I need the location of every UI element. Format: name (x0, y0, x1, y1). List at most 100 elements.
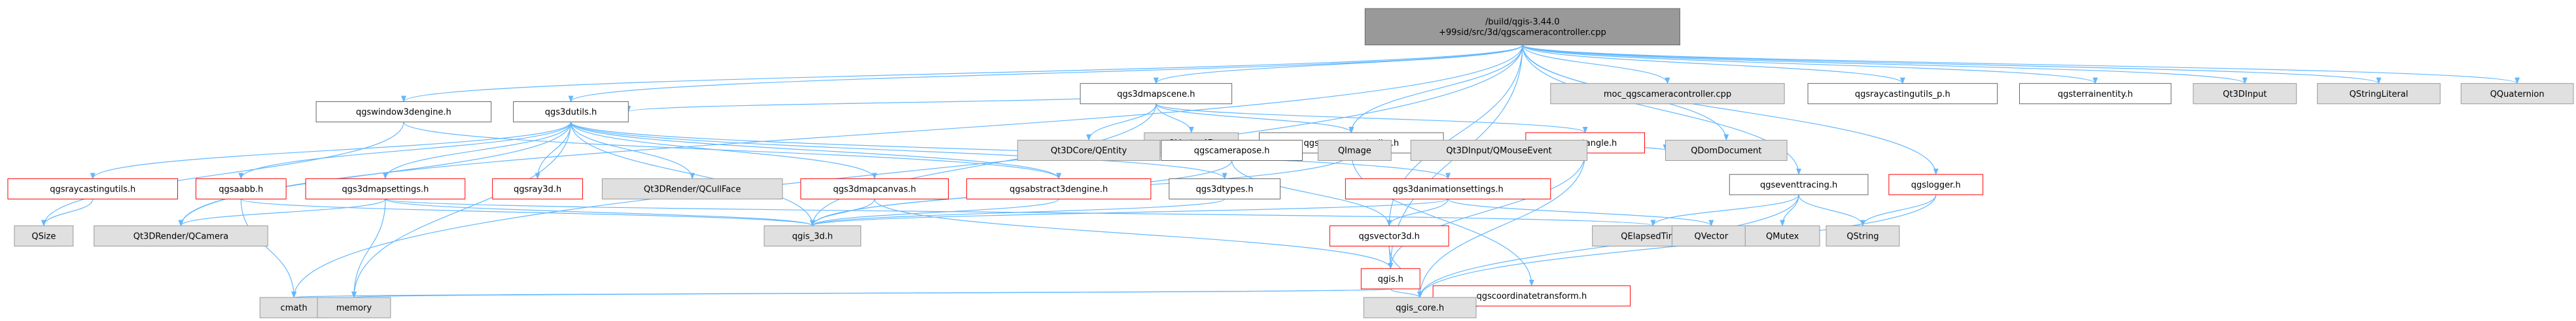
node-qcullface[interactable]: Qt3DRender/QCullFace (601, 178, 783, 199)
edge-qgsaabb-to-qgis_3d (240, 198, 815, 227)
node-moc[interactable]: moc_qgscameracontroller.cpp (1550, 83, 1785, 105)
node-qgs3dutils[interactable]: qgs3dutils.h (513, 101, 629, 123)
edge-qgs3dutils-to-qgsray3d (535, 122, 572, 180)
edge-qgs3dmapscene-to-qgscameracontroller (1156, 103, 1354, 133)
edge-qgs3dutils-to-qgis_3d (570, 122, 815, 227)
edge-qgs3dmapcanvas-to-qgis (874, 199, 1394, 269)
node-label: qgs3dutils.h (545, 108, 597, 118)
edge-qgs3danimationsettings-to-qvector (1447, 198, 1714, 227)
node-qgsvector3d[interactable]: qgsvector3d.h (1329, 225, 1449, 246)
node-qmutex[interactable]: QMutex (1744, 225, 1820, 246)
node-qgsabstract3dengine[interactable]: qgsabstract3dengine.h (966, 178, 1152, 199)
node-qsize[interactable]: QSize (14, 225, 74, 246)
node-qgs3dmapscene[interactable]: qgs3dmapscene.h (1080, 83, 1233, 105)
node-qdomdocument[interactable]: QDomDocument (1665, 139, 1788, 161)
node-qgs3dmapsettings[interactable]: qgs3dmapsettings.h (305, 178, 466, 199)
edge-root-to-qstringliteral (1522, 44, 2382, 84)
node-box (14, 225, 74, 246)
node-qmouseevent[interactable]: Qt3DInput/QMouseEvent (1410, 139, 1588, 161)
node-qgsterrainentity[interactable]: qgsterrainentity.h (2019, 83, 2172, 105)
edge-root-to-qgswindow3dengine (401, 44, 1523, 103)
node-root[interactable]: /build/qgis-3.44.0+99sid/src/3d/qgscamer… (1364, 8, 1680, 46)
edge-qgsraycastingutils-to-qsize (41, 199, 94, 227)
node-box (94, 225, 268, 246)
node-box (966, 178, 1152, 199)
node-box (1729, 174, 1869, 195)
node-qimage[interactable]: QImage (1317, 139, 1392, 161)
edge-qgs3dmapscene-to-qgsrectangle (1156, 103, 1588, 133)
edge-root-to-qgs3dmapscene (1154, 44, 1523, 84)
node-label: qgsvector3d.h (1359, 232, 1420, 242)
node-box (7, 178, 179, 199)
node-qgscamerapose[interactable]: qgscamerapose.h (1161, 139, 1303, 161)
node-qgs3danimationsettings[interactable]: qgs3danimationsettings.h (1345, 178, 1551, 199)
node-qgis-core[interactable]: qgis_core.h (1363, 297, 1477, 318)
edge-qgswindow3dengine-to-qsize (41, 122, 404, 227)
edge-qgscameracontroller-to-qgscoordinatetransform (1350, 153, 1534, 286)
node-label: QStringLiteral (2350, 90, 2408, 99)
node-label: qgslogger.h (1911, 180, 1961, 190)
node-box (800, 178, 949, 199)
node-qt3dinput[interactable]: Qt3DInput (2193, 83, 2297, 105)
node-qgsaabb[interactable]: qgsaabb.h (195, 178, 287, 199)
node-box (1665, 139, 1788, 161)
edge-qgs3dutils-to-qcullface (570, 122, 696, 180)
edge-qgsrectangle-to-qgis (1388, 153, 1586, 269)
node-label: qgsterrainentity.h (2058, 90, 2133, 99)
node-box (1826, 225, 1900, 246)
node-label: QImage (1338, 146, 1371, 156)
node-box (1410, 139, 1588, 161)
node-qgs3dtypes[interactable]: qgs3dtypes.h (1169, 178, 1281, 199)
node-box (2193, 83, 2297, 105)
edge-qgsrectangle-to-qgis_core (1417, 153, 1586, 298)
edge-root-to-qgs3dutils (568, 44, 1523, 103)
node-qcamera[interactable]: Qt3DRender/QCamera (94, 225, 268, 246)
edge-qgs3dutils-to-memory (351, 122, 572, 298)
node-box (2317, 83, 2441, 105)
node-label: qgscoordinatetransform.h (1476, 292, 1587, 301)
node-label: qgsabstract3dengine.h (1010, 185, 1108, 195)
edge-qgs3danimationsettings-to-qgis_3d (810, 198, 1449, 227)
node-qgslogger[interactable]: qgslogger.h (1888, 174, 1984, 195)
node-box (513, 101, 629, 123)
node-label: qgscamerapose.h (1194, 146, 1270, 156)
node-qgswindow3dengine[interactable]: qgswindow3dengine.h (315, 101, 492, 123)
node-box (1363, 297, 1477, 318)
node-label: qgseventtracing.h (1760, 180, 1837, 190)
node-qgsraycastingutils-p[interactable]: qgsraycastingutils_p.h (1807, 83, 1998, 105)
node-qgseventtracing[interactable]: qgseventtracing.h (1729, 174, 1869, 195)
node-qgsray3d[interactable]: qgsray3d.h (492, 178, 583, 199)
edge-qgscamerapose-to-qgsvector3d (1231, 160, 1392, 227)
node-label: qgs3dmapsettings.h (342, 185, 429, 195)
edge-root-to-qgsraycastingutils_p (1522, 44, 1905, 84)
node-qstring[interactable]: QString (1826, 225, 1900, 246)
node-cmath[interactable]: cmath (259, 297, 328, 318)
node-label: QVector (1695, 232, 1729, 242)
node-label: QQuaternion (2490, 90, 2545, 99)
node-qquaternion[interactable]: QQuaternion (2460, 83, 2574, 105)
node-label: Qt3DCore/QEntity (1051, 146, 1127, 156)
node-qgs3dmapcanvas[interactable]: qgs3dmapcanvas.h (800, 178, 949, 199)
edge-root-to-qt3dinput (1522, 44, 2248, 84)
node-memory[interactable]: memory (317, 297, 391, 318)
node-label: QSize (31, 232, 56, 242)
node-qstringliteral[interactable]: QStringLiteral (2317, 83, 2441, 105)
node-box (315, 101, 492, 123)
node-box (259, 297, 328, 318)
node-label: qgsraycastingutils.h (50, 185, 135, 195)
node-qvector[interactable]: QVector (1671, 225, 1751, 246)
node-qgsraycastingutils[interactable]: qgsraycastingutils.h (7, 178, 179, 199)
edge-qgs3dmapscene-to-qgs3dutils (626, 93, 1157, 113)
node-qt3dcore-qentity[interactable]: Qt3DCore/QEntity (1017, 139, 1161, 161)
node-qgis[interactable]: qgis.h (1360, 268, 1420, 290)
node-label: qgswindow3dengine.h (356, 108, 451, 118)
node-qgis-3d[interactable]: qgis_3d.h (764, 225, 862, 246)
node-box (1161, 139, 1303, 161)
node-box (2019, 83, 2172, 105)
edge-qgs3dutils-to-qgs3dtypes (570, 122, 1227, 180)
edge-root-to-moc (1522, 44, 1670, 84)
node-label: qgs3dtypes.h (1196, 185, 1254, 195)
edge-qgseventtracing-to-qstring (1798, 194, 1865, 227)
node-box (1364, 8, 1680, 46)
